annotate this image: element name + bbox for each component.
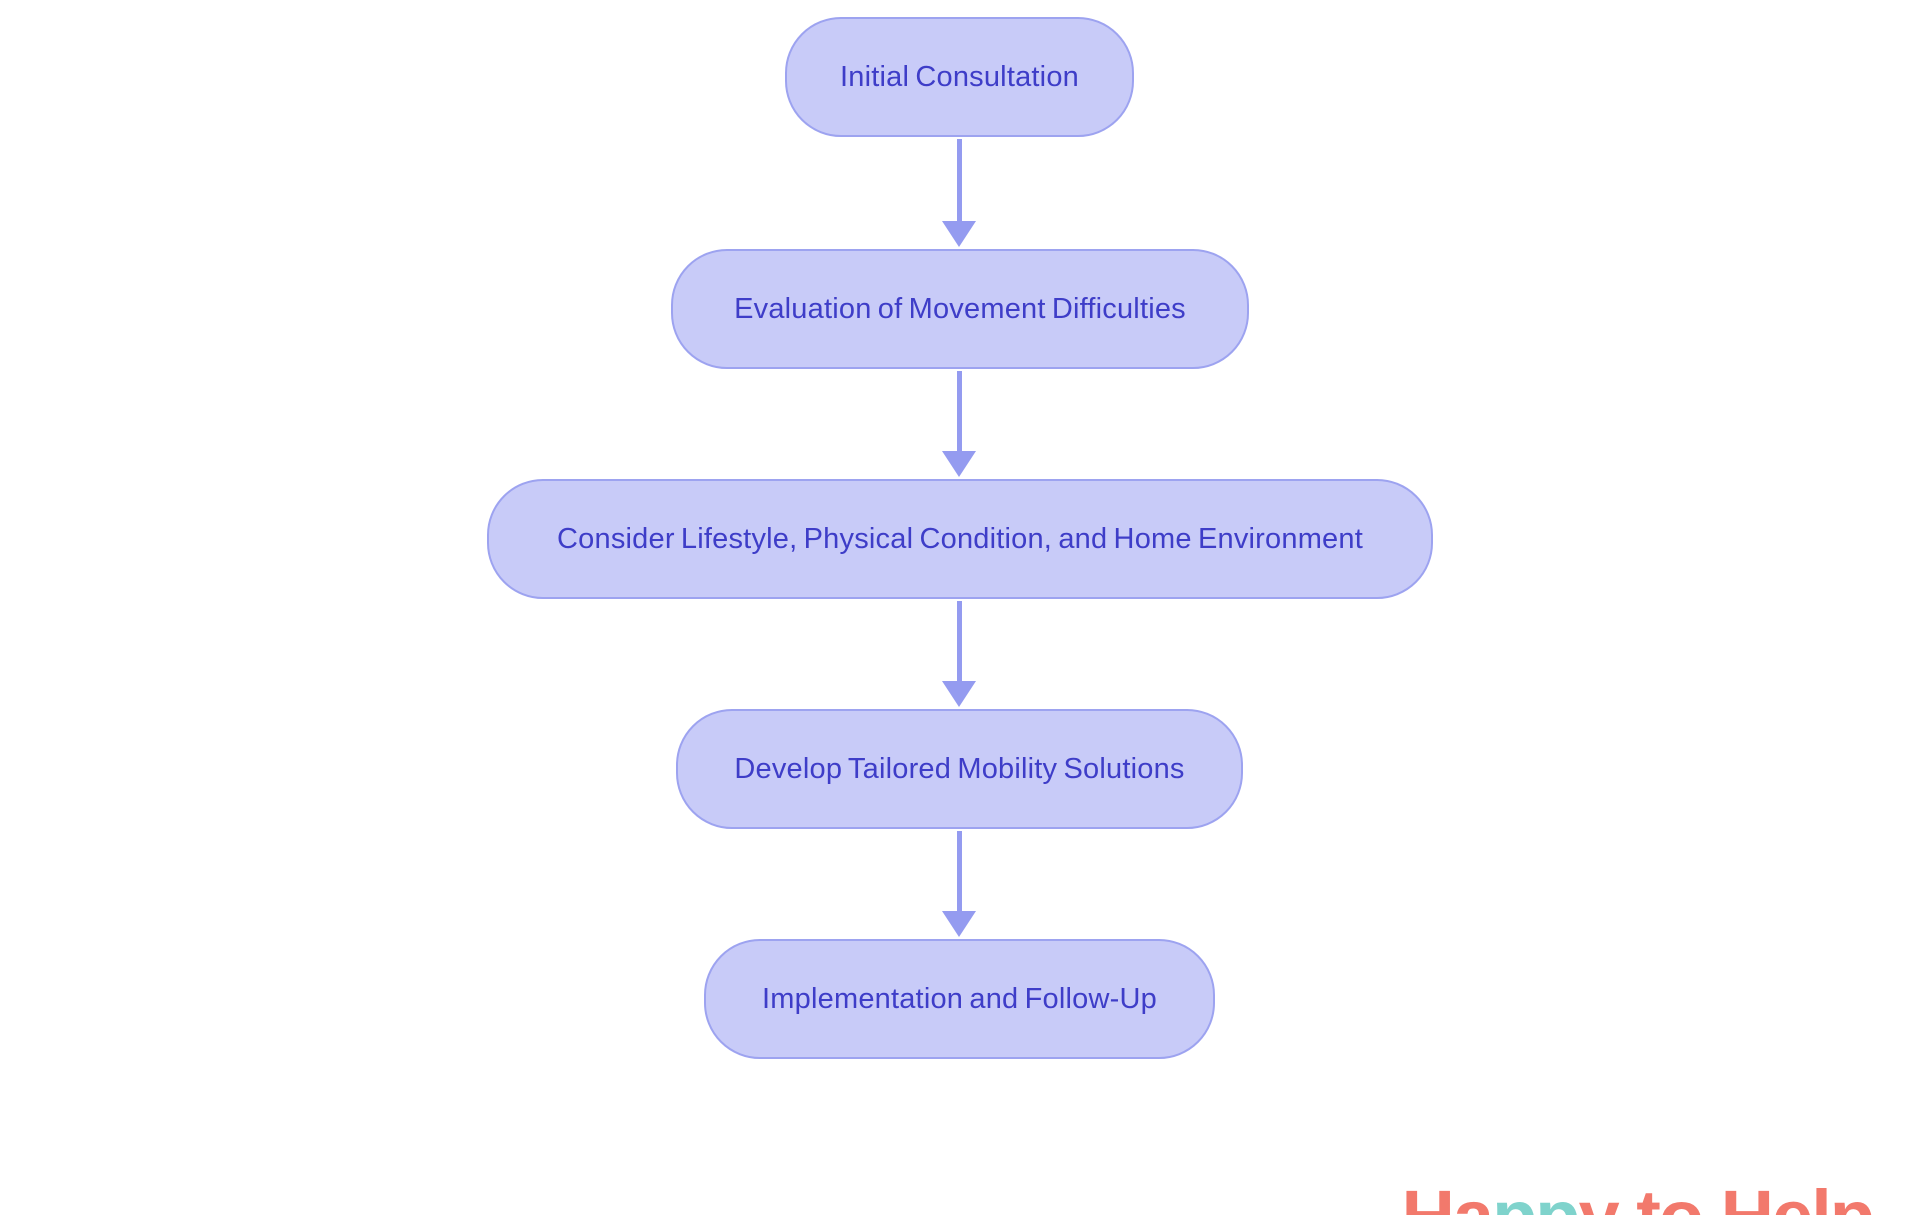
flow-node-label: Evaluation of Movement Difficulties [734, 292, 1186, 325]
flow-node-develop-solutions: Develop Tailored Mobility Solutions [676, 709, 1243, 829]
logo-text-pp: pp [1492, 1175, 1580, 1215]
happy-to-help-logo: Happy to Help caregiving [1290, 1100, 1876, 1215]
arrow-line [956, 831, 962, 911]
arrow-down-2 [938, 371, 980, 477]
arrow-line [956, 139, 962, 221]
logo-text-y-to-help: y to Help [1579, 1175, 1875, 1215]
arrow-down-3 [938, 601, 980, 707]
flow-node-implementation: Implementation and Follow-Up [704, 939, 1215, 1059]
arrow-head-icon [942, 681, 976, 707]
logo-wordmark: Happy to Help [1290, 1100, 1876, 1215]
flow-node-evaluation: Evaluation of Movement Difficulties [671, 249, 1249, 369]
logo-text-ha: Ha [1402, 1175, 1495, 1215]
flow-node-label: Implementation and Follow-Up [762, 982, 1157, 1015]
logo-smiley: pp [1492, 1175, 1580, 1215]
flow-node-initial-consultation: Initial Consultation [785, 17, 1134, 137]
arrow-head-icon [942, 221, 976, 247]
arrow-head-icon [942, 451, 976, 477]
arrow-down-1 [938, 139, 980, 247]
flow-node-consider-lifestyle: Consider Lifestyle, Physical Condition, … [487, 479, 1433, 599]
flow-node-label: Initial Consultation [840, 60, 1079, 93]
arrow-head-icon [942, 911, 976, 937]
arrow-line [956, 601, 962, 681]
flow-node-label: Consider Lifestyle, Physical Condition, … [557, 522, 1363, 555]
arrow-down-4 [938, 831, 980, 937]
flow-node-label: Develop Tailored Mobility Solutions [734, 752, 1185, 785]
arrow-line [956, 371, 962, 451]
